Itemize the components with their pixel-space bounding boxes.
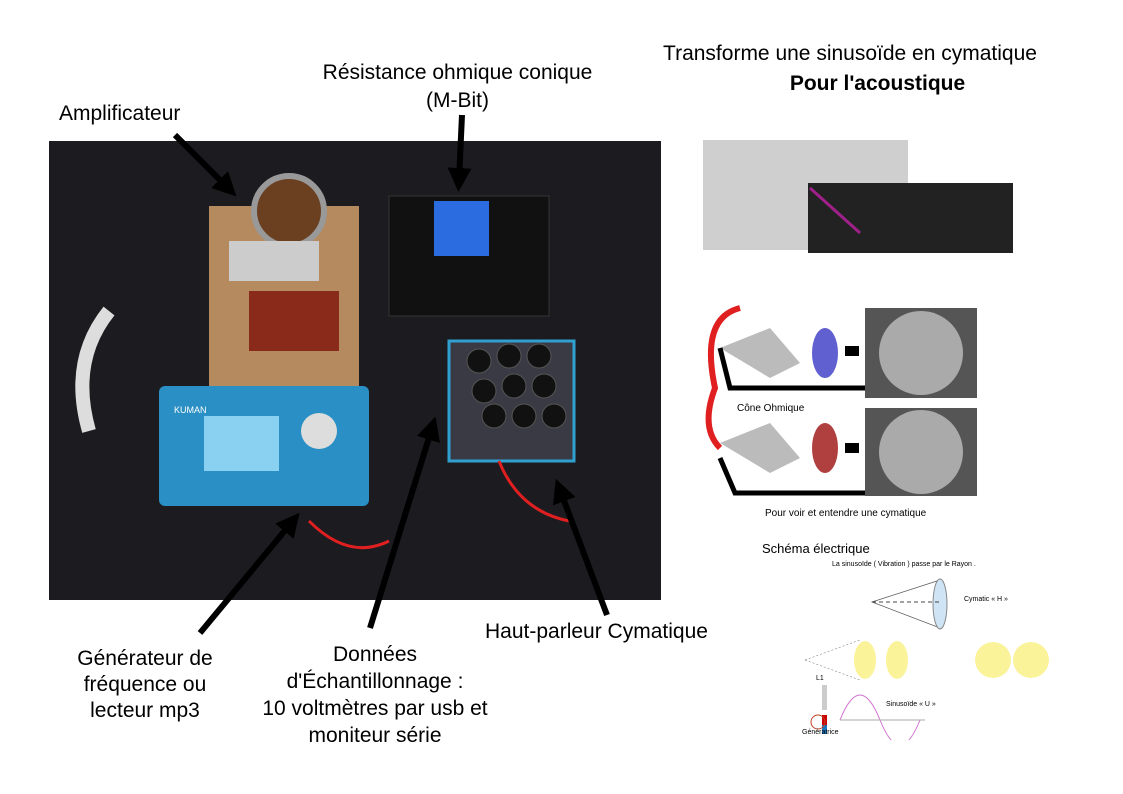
schema-coil-label: L1 <box>816 675 824 682</box>
setup-photo: KUMAN <box>49 141 661 600</box>
cymatic-illustration: Cône Ohmique <box>703 140 1013 496</box>
label-resistance-line1: Résistance ohmique conique <box>322 61 593 84</box>
label-generator: Générateur de fréquence ou lecteur mp3 <box>45 646 245 724</box>
photo-illustration: KUMAN <box>75 173 576 550</box>
label-data-line2: d'Échantillonnage : <box>286 670 464 693</box>
label-generator-line3: lecteur mp3 <box>90 699 200 722</box>
schema-ray-note: La sinusoïde ( Vibration ) passe par le … <box>832 561 976 568</box>
label-resistance: Résistance ohmique conique (M-Bit) <box>300 60 615 113</box>
svg-text:KUMAN: KUMAN <box>174 405 207 415</box>
cone-label: Cône Ohmique <box>737 403 805 414</box>
cone-1 <box>720 328 800 378</box>
blue-cone-resistance <box>434 201 489 256</box>
schema-cymatic-label: Cymatic « H » <box>964 596 1008 603</box>
schema-sine-label: Sinusoïde « U » <box>886 701 936 708</box>
schema-title: Schéma électrique <box>762 541 870 556</box>
label-data-line1: Données <box>332 643 418 666</box>
schema-drawing <box>804 578 1049 740</box>
label-generator-line2: fréquence ou <box>83 673 207 696</box>
right-title: Transforme une sinusoïde en cymatique <box>663 42 1037 65</box>
label-data-line3: 10 voltmètres par usb et <box>262 697 488 720</box>
label-generator-line1: Générateur de <box>77 647 213 670</box>
cone-2 <box>720 423 800 473</box>
schema-generator-label: Génératrice <box>802 729 839 736</box>
string-vibration-images <box>808 183 1013 253</box>
label-amplifier: Amplificateur <box>59 102 181 125</box>
label-data: Données d'Échantillonnage : 10 voltmètre… <box>235 641 515 749</box>
right-subtitle: Pour l'acoustique <box>789 72 966 95</box>
label-resistance-line2: (M-Bit) <box>426 89 489 112</box>
right-caption: Pour voir et entendre une cymatique <box>765 508 927 519</box>
toroid-transformer <box>251 173 327 249</box>
label-speaker: Haut-parleur Cymatique <box>485 620 708 643</box>
label-data-line4: moniteur série <box>308 724 442 747</box>
